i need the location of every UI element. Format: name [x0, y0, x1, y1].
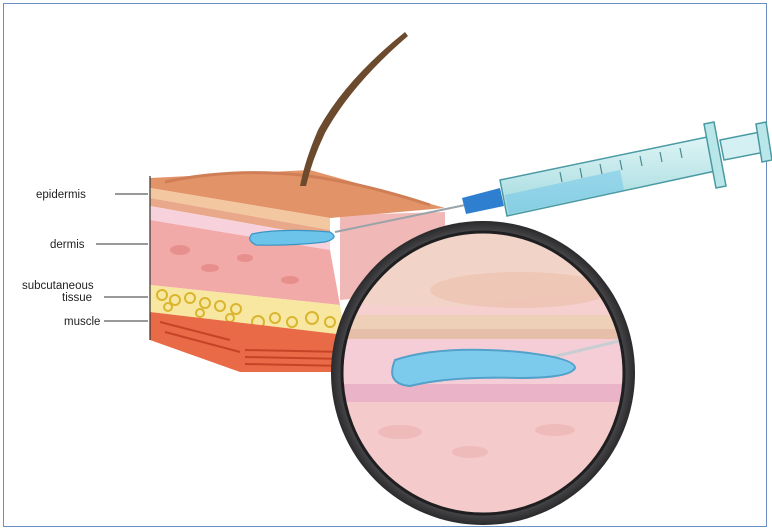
- label-dermis: dermis: [50, 239, 85, 251]
- label-epidermis: epidermis: [36, 189, 86, 201]
- dermis-cell: [237, 254, 253, 262]
- syringe-plunger-head: [756, 122, 772, 162]
- magnifying-glass-icon: [330, 220, 640, 531]
- syringe-hub: [462, 188, 504, 214]
- label-tissue: tissue: [62, 292, 92, 304]
- label-subcutaneous: subcutaneous: [22, 280, 94, 292]
- dermis-cell: [170, 245, 190, 255]
- dermis-cell: [201, 264, 219, 272]
- hair-strand-icon: [300, 32, 408, 186]
- layer-labels: epidermis dermis subcutaneous tissue mus…: [22, 189, 148, 328]
- injected-fluid: [250, 230, 334, 245]
- dermis-cell: [281, 276, 299, 284]
- label-muscle: muscle: [64, 316, 100, 328]
